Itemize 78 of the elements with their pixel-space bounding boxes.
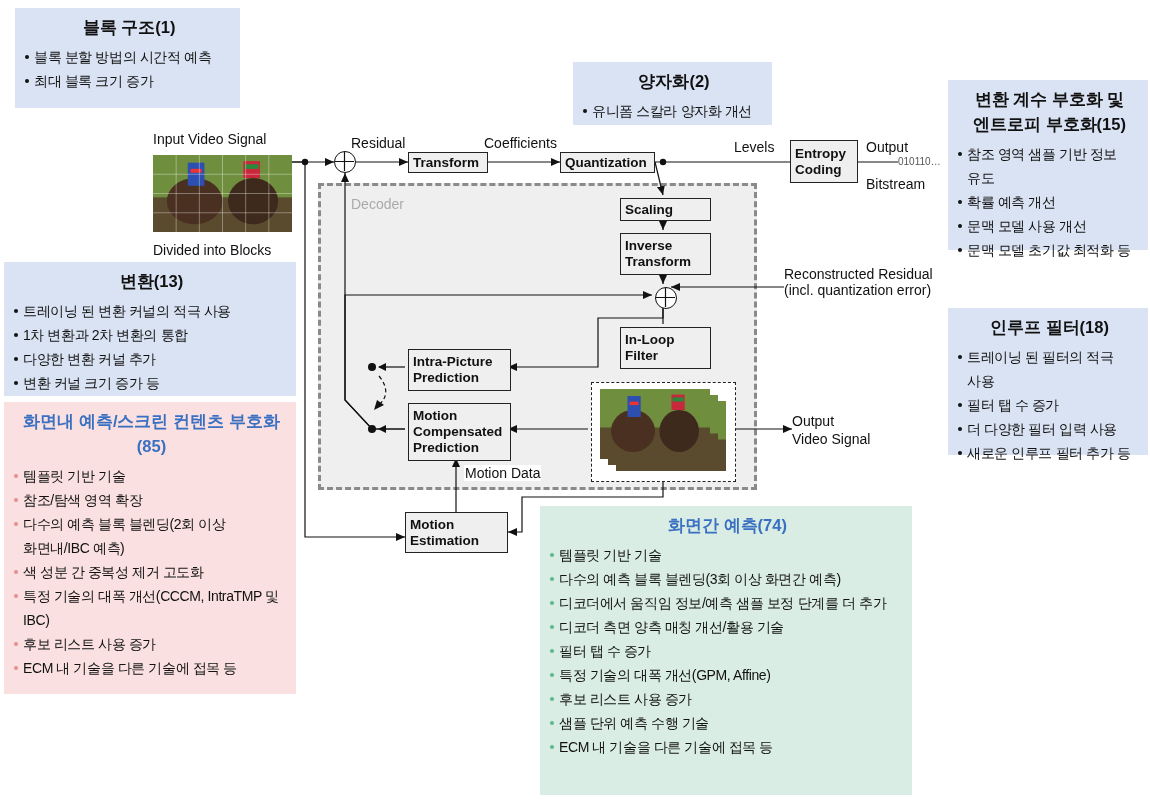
bullet-item: 트레이닝 된 변환 커널의 적극 사용 <box>23 302 231 321</box>
arrow <box>291 161 406 541</box>
caption-text: Divided into Blocks <box>153 242 272 258</box>
edge-label: Residual <box>350 135 407 151</box>
caption-text: Output <box>866 139 909 155</box>
video-frame-picture <box>153 155 292 232</box>
bullet-item: 다수의 예측 블록 블렌딩(2회 이상 화면내/IBC 예측) <box>23 515 227 558</box>
bullet-item: 디코더 측면 양측 매칭 개선/활용 기술 <box>559 618 784 637</box>
process-box: Scaling <box>620 198 711 221</box>
bullet-item: 트레이닝 된 필터의 적극 사용 <box>967 348 1115 391</box>
note-panel <box>4 262 296 396</box>
note-panel <box>573 62 772 125</box>
arrow <box>654 161 665 196</box>
leader-arrow <box>670 283 785 291</box>
bullet-item: 다수의 예측 블록 블렌딩(3회 이상 화면간 예측) <box>559 570 841 589</box>
edge-label: Motion Data <box>464 465 542 481</box>
bullet-item: 특정 기술의 대폭 개선(CCCM, IntraTMP 및 IBC) <box>23 587 280 630</box>
panel-heading: 변환 계수 부호화 및 엔트로피 부호화(15) <box>972 89 1127 135</box>
process-box: Transform <box>408 152 488 173</box>
panel-heading: 인루프 필터(18) <box>989 317 1110 338</box>
arrow <box>487 158 561 166</box>
bullet-item: 색 성분 간 중복성 제거 고도화 <box>23 563 204 582</box>
bullet-item: 블록 분할 방법의 시간적 예측 <box>34 48 212 67</box>
bullet-item: 필터 탭 수 증가 <box>967 396 1060 415</box>
process-box: Inverse Transform <box>620 233 711 275</box>
bullet-item: 최대 블록 크기 증가 <box>34 72 154 91</box>
bullet-item: 필터 탭 수 증가 <box>559 642 652 661</box>
bullet-item: 새로운 인루프 필터 추가 등 <box>967 444 1131 463</box>
panel-heading: 화면간 예측(74) <box>667 515 788 536</box>
note-panel <box>540 506 912 795</box>
bullet-item: 템플릿 기반 기술 <box>559 546 662 565</box>
region-label: Decoder <box>351 196 404 212</box>
edge-label: Coefficients <box>483 135 558 151</box>
bullet-item: 후보 리스트 사용 증가 <box>23 635 156 654</box>
process-box: Intra-Picture Prediction <box>408 349 511 391</box>
panel-heading: 변환(13) <box>118 271 185 292</box>
bullet-item: 문맥 모델 사용 개선 <box>967 217 1087 236</box>
arrow <box>355 158 409 166</box>
note-panel <box>4 402 296 694</box>
bullet-item: 변환 커널 크기 증가 등 <box>23 374 160 393</box>
panel-heading: 양자화(2) <box>637 71 711 92</box>
bullet-item: 템플릿 기반 기술 <box>23 467 126 486</box>
caption-text: Input Video Signal <box>153 131 267 147</box>
process-box: Motion Compensated Prediction <box>408 403 511 461</box>
bullet-item: ECM 내 기술을 다른 기술에 접목 등 <box>559 738 774 757</box>
bullet-item: ECM 내 기술을 다른 기술에 접목 등 <box>23 659 238 678</box>
bitstream-text: 010110… <box>898 154 941 170</box>
caption-text: Bitstream <box>866 176 926 192</box>
signal-label: Video Signal <box>792 430 872 448</box>
connector-line <box>857 161 899 163</box>
bullet-item: 후보 리스트 사용 증가 <box>559 690 692 709</box>
bullet-item: 다양한 변환 커널 추가 <box>23 350 156 369</box>
signal-label: Output <box>792 412 836 430</box>
bullet-item: 샘플 단위 예측 수행 기술 <box>559 714 709 733</box>
process-box: Quantization <box>560 152 655 173</box>
connector-line <box>654 161 791 163</box>
bullet-item: 1차 변환과 2차 변환의 통합 <box>23 326 188 345</box>
process-box: In-Loop Filter <box>620 327 711 369</box>
panel-heading: 블록 구조(1) <box>81 17 177 38</box>
process-box: Motion Estimation <box>405 512 508 553</box>
bullet-item: 문맥 모델 초기값 최적화 등 <box>967 241 1131 260</box>
frame-buffer-drawing <box>591 382 736 482</box>
summing-junction <box>334 151 356 173</box>
bullet-item: 디코더에서 움직임 정보/예측 샘플 보정 단계를 더 추가 <box>559 594 887 613</box>
bullet-item: 확률 예측 개선 <box>967 193 1056 212</box>
bullet-item: 특정 기술의 대폭 개선(GPM, Affine) <box>559 666 771 685</box>
arrow <box>344 291 653 430</box>
bullet-item: 유니폼 스칼라 양자화 개선 <box>592 102 753 121</box>
bullet-item: 참조/탐색 영역 확장 <box>23 491 143 510</box>
annotation-text: Reconstructed Residual (incl. quantization error) <box>784 266 944 298</box>
bullet-item: 더 다양한 필터 입력 사용 <box>967 420 1117 439</box>
edge-label: Levels <box>733 139 776 155</box>
bullet-item: 참조 영역 샘플 기반 정보 유도 <box>967 145 1118 188</box>
note-panel <box>15 8 240 108</box>
process-box: Entropy Coding <box>790 140 858 183</box>
summing-junction <box>655 287 677 309</box>
panel-heading: 화면내 예측/스크린 컨텐츠 부호화(85) <box>22 411 281 457</box>
decoder-region <box>318 183 757 490</box>
